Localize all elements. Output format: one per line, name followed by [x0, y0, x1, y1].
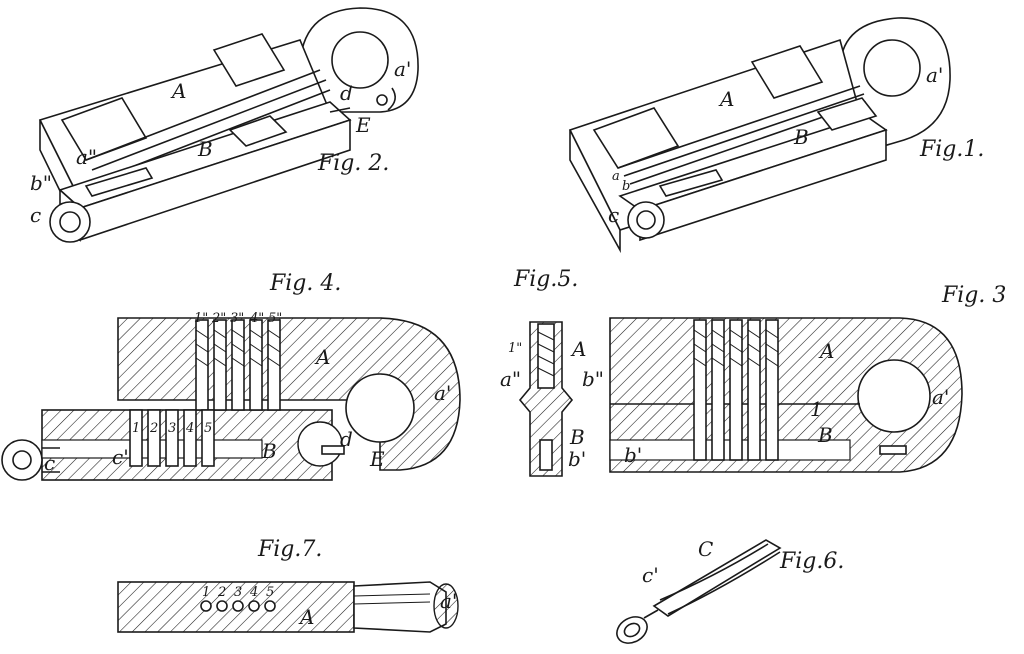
fig4-label-c-prime: c': [112, 445, 129, 469]
fig4-open-lock-section: [1, 317, 461, 481]
fig3-closed-lock-section: [609, 317, 963, 473]
fig4-pin-number-low: 3: [168, 421, 176, 436]
fig4-label-B: B: [261, 439, 277, 463]
fig2-caption: Fig. 2.: [317, 151, 389, 176]
fig2-label-a-pp: a": [76, 145, 97, 169]
fig1-label-a-prime: a': [926, 63, 943, 87]
fig7-label-A: A: [298, 605, 314, 629]
fig2-label-b-pp: b": [30, 171, 52, 195]
fig1-label-b: b: [622, 179, 630, 194]
fig4-pin-number-top: 1": [194, 311, 208, 326]
fig5-label-1pp: 1": [508, 341, 522, 356]
fig6-label-c-prime: c': [642, 563, 659, 587]
fig5-label-b-pp: b": [582, 367, 604, 391]
fig2-label-c: c: [30, 203, 41, 227]
fig3-label-A: A: [818, 339, 834, 363]
fig7-hole-number: 3: [234, 585, 242, 600]
fig3-label-b-prime: b': [624, 443, 642, 467]
fig4-pin-number-low: 2: [149, 421, 158, 436]
fig4-pin-number-low: 4: [185, 421, 194, 436]
fig5-label-A: A: [570, 337, 586, 361]
fig4-label-d: d: [340, 427, 353, 451]
fig6-caption: Fig.6.: [779, 549, 844, 574]
fig2-label-E: E: [355, 113, 371, 137]
fig7-caption: Fig.7.: [257, 537, 322, 562]
fig4-caption: Fig. 4.: [269, 271, 341, 296]
fig4-label-E: E: [369, 447, 385, 471]
fig4-label-a-prime: a': [434, 381, 451, 405]
fig4-label-A: A: [314, 345, 330, 369]
fig7-hole-number: 1: [202, 585, 210, 600]
fig2-open-lock-perspective: [38, 7, 419, 243]
fig3-label-a-prime: a': [932, 385, 949, 409]
fig5-caption: Fig.5.: [513, 267, 578, 292]
fig4-pin-number-top: 3": [230, 311, 244, 326]
fig5-end-section: [518, 321, 574, 477]
fig4-pin-number-low: 1: [132, 421, 140, 436]
fig1-label-B: B: [793, 125, 809, 149]
fig3-label-B: B: [817, 423, 833, 447]
fig5-label-B: B: [569, 425, 585, 449]
fig1-caption: Fig.1.: [919, 137, 984, 162]
fig6-label-C: C: [698, 537, 713, 561]
fig4-label-c: c: [44, 451, 55, 475]
fig4-pin-number-top: 5": [268, 311, 282, 326]
fig2-label-B: B: [197, 137, 213, 161]
fig5-label-b-prime: b': [568, 447, 586, 471]
fig7-label-a-prime: a': [440, 589, 457, 613]
fig7-bar-section: [117, 581, 459, 633]
fig2-label-A: A: [170, 79, 186, 103]
fig3-label-1: 1: [810, 397, 823, 421]
fig2-label-d: d: [340, 81, 353, 105]
fig7-hole-number: 2: [217, 585, 226, 600]
fig7-hole-number: 4: [249, 585, 258, 600]
fig4-pin-number-top: 4": [249, 311, 264, 326]
fig1-closed-lock-perspective: [568, 17, 951, 254]
fig4-pin-number-top: 2": [211, 311, 226, 326]
fig3-caption: Fig. 3: [941, 283, 1006, 308]
fig7-hole-number: 5: [266, 585, 274, 600]
fig6-key-perspective: [616, 539, 782, 644]
fig2-label-a-prime: a': [394, 57, 411, 81]
fig4-pin-number-low: 5: [204, 421, 212, 436]
fig5-label-a-pp: a": [500, 367, 521, 391]
fig1-label-a: a: [612, 169, 620, 184]
fig1-label-A: A: [718, 87, 734, 111]
fig1-label-c: c: [608, 203, 619, 227]
